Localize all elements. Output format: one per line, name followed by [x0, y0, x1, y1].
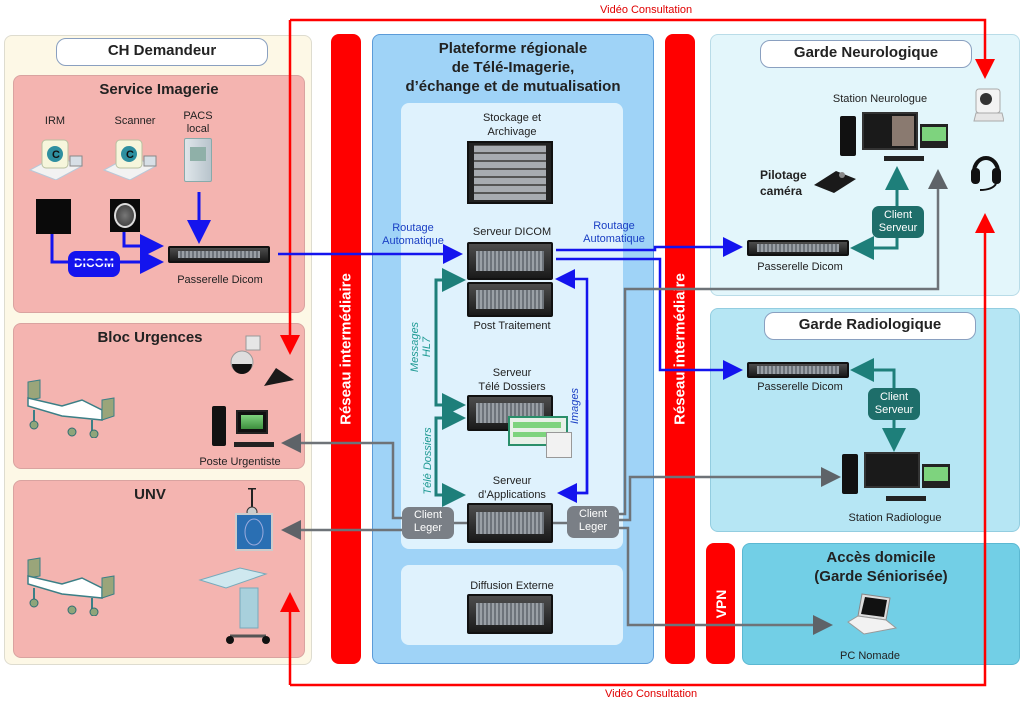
svg-text:C: C — [52, 149, 60, 161]
platform-title-line1: Plateforme régionale — [438, 40, 588, 57]
camera-joystick-icon — [812, 165, 858, 195]
poste-urgentiste-label: Poste Urgentiste — [199, 456, 281, 468]
images-label: Images — [569, 387, 581, 425]
reseau-intermediaire-right: Réseau intermédiaire — [665, 34, 695, 664]
bloc-urgences-title: Bloc Urgences — [97, 329, 203, 346]
routing-in-label-line1: Routage — [392, 222, 434, 234]
station-neurologue-label: Station Neurologue — [832, 93, 928, 105]
passerelle-dicom-radio — [747, 362, 849, 378]
platform-title-line3: d’échange et de mutualisation — [405, 78, 621, 95]
tele-files-server-label-line1: Serveur — [492, 367, 532, 379]
irm-image — [36, 199, 71, 234]
passerelle-dicom-left — [168, 246, 270, 263]
pacs-label: PACS local — [183, 110, 213, 135]
garde-radiologique-title: Garde Radiologique — [764, 312, 976, 340]
pacs-server-icon — [184, 138, 212, 182]
vpn-bar: VPN — [706, 543, 735, 664]
urgentiste-workstation-icon — [212, 406, 274, 452]
external-diffusion-server — [467, 594, 553, 634]
tele-files-label: Télé Dossiers — [422, 427, 434, 495]
tele-files-server-label-line2: Télé Dossiers — [478, 381, 546, 393]
external-diffusion-label: Diffusion Externe — [470, 580, 554, 592]
station-radiologue-label: Station Radiologue — [848, 512, 942, 524]
app-server — [467, 503, 553, 543]
video-consultation-top-label: Vidéo Consultation — [600, 4, 693, 16]
garde-neurologique-title: Garde Neurologique — [760, 40, 972, 68]
passerelle-dicom-left-label: Passerelle Dicom — [177, 274, 263, 286]
routing-out-label-line2: Automatique — [583, 233, 645, 245]
routing-out-label-line1: Routage — [593, 220, 635, 232]
storage-label-line1: Stockage et — [482, 112, 542, 124]
station-radiologue-icon — [842, 452, 962, 504]
post-processing-server — [467, 282, 553, 317]
bed-icon — [22, 370, 117, 439]
tele-files-doc — [546, 432, 572, 458]
passerelle-dicom-neuro-label: Passerelle Dicom — [757, 261, 843, 273]
scanner-label: Scanner — [114, 115, 156, 127]
acces-domicile-title-line1: Accès domicile — [826, 549, 936, 566]
dicom-badge: DICOM — [68, 251, 120, 277]
scanner-image — [110, 199, 140, 232]
scanner-machine-icon: C — [100, 136, 160, 181]
bed-icon — [22, 548, 117, 617]
station-neurologue-icon — [840, 112, 960, 164]
pc-nomade-label: PC Nomade — [840, 650, 900, 662]
svg-text:C: C — [126, 149, 134, 161]
ch-demandeur-title: CH Demandeur — [56, 38, 268, 66]
telemedicine-cart-icon — [196, 486, 276, 648]
app-server-label-line2: d’Applications — [478, 489, 546, 501]
platform-title-line2: de Télé-Imagerie, — [451, 59, 575, 76]
acces-domicile-title-line2: (Garde Séniorisée) — [814, 568, 948, 585]
ip-camera-icon — [972, 87, 1005, 125]
post-processing-label: Post Traitement — [473, 320, 551, 332]
app-server-label-line1: Serveur — [492, 475, 532, 487]
storage-rack — [467, 141, 553, 204]
reseau-intermediaire-left: Réseau intermédiaire — [331, 34, 361, 664]
dicom-server — [467, 242, 553, 280]
routing-in-label-line2: Automatique — [382, 235, 444, 247]
passerelle-dicom-radio-label: Passerelle Dicom — [757, 381, 843, 393]
irm-machine-icon: C — [26, 136, 86, 181]
laptop-icon — [844, 592, 898, 636]
storage-label-line2: Archivage — [487, 126, 537, 138]
video-consultation-bottom-label: Vidéo Consultation — [605, 688, 698, 700]
service-imagerie-title: Service Imagerie — [99, 81, 219, 98]
passerelle-dicom-neuro — [747, 240, 849, 256]
headset-icon — [968, 146, 1004, 192]
camera-controller-icon — [262, 366, 296, 388]
unv-title: UNV — [134, 486, 166, 503]
irm-label: IRM — [44, 115, 66, 127]
dicom-server-label: Serveur DICOM — [472, 226, 552, 238]
ptz-camera-icon — [226, 334, 266, 374]
